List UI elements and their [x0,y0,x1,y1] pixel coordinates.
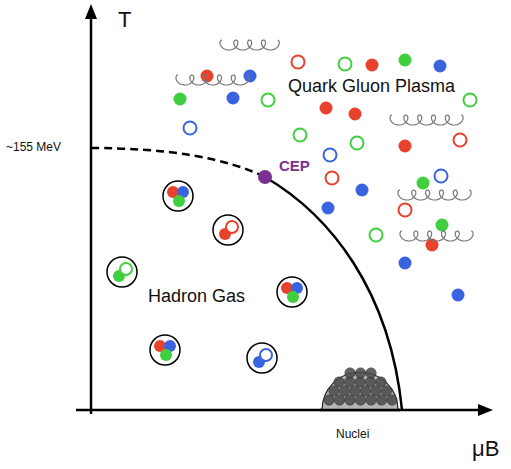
quark [399,140,412,153]
axis-label: T [118,8,131,32]
figure-label: Nuclei [336,428,369,441]
gluon-coil [220,40,279,50]
quark [227,92,240,105]
hadron [277,277,307,307]
hadron-bag [150,335,180,365]
quark [399,54,412,67]
bound-quark [173,195,185,207]
quark [326,172,339,185]
chemical-potential-axis [76,409,480,412]
nucleon [355,368,365,378]
critical-end-point [258,170,272,184]
nucleon [376,395,386,405]
axis-arrowhead [85,4,97,19]
bound-quark [160,349,172,361]
quark [366,59,379,72]
bound-quark [226,221,238,233]
quark [356,184,369,197]
hadron [213,215,243,245]
crossover-line [91,148,265,177]
bound-quark [287,291,299,303]
nucleon [387,395,397,405]
nucleon [334,395,344,405]
nucleon [355,395,365,405]
quark [399,257,412,270]
hadron [247,343,277,373]
nucleus-figure [320,368,400,410]
nucleon [371,386,381,396]
quark [349,108,362,121]
point-label: CEP [279,158,310,175]
temperature-value: ~155 MeV [6,141,61,154]
hadron [163,181,193,211]
quark [184,122,197,135]
phase-label: Hadron Gas [148,287,245,307]
quark [174,93,187,106]
hadron-bag [107,257,137,287]
hadron [150,335,180,365]
quark [324,149,337,162]
first-order-line [265,177,402,410]
axes [76,4,493,416]
bound-quark [120,263,132,275]
quark [339,58,352,71]
nucleon [324,395,334,405]
nucleon [334,377,344,387]
quark [292,56,305,69]
hadron-bag [277,277,307,307]
quark [464,94,477,107]
temperature-axis [90,16,93,414]
axis-label: μB [472,437,499,461]
quark [244,70,257,83]
nucleon [350,386,360,396]
nucleon [345,368,355,378]
quark [322,202,335,215]
nucleon [329,386,339,396]
gluon-coil [400,231,473,241]
axis-arrowhead [478,404,493,416]
hadron-bag [247,343,277,373]
nucleon [366,395,376,405]
nucleon [339,386,349,396]
quark [294,129,307,142]
quark [370,229,383,242]
quark [320,102,333,115]
quark [262,94,275,107]
quark [436,219,449,232]
gluon-coil [176,75,249,85]
quark [434,60,447,73]
phase-label: Quark Gluon Plasma [288,77,455,97]
quark [417,177,430,190]
gluon-coil [398,190,471,200]
nucleon [366,368,376,378]
bound-quark [260,349,272,361]
gluon-coil [390,115,463,125]
hadron [107,257,137,287]
nucleon [345,395,355,405]
nucleus-base [320,409,400,412]
quark [399,204,412,217]
nucleon [360,386,370,396]
nucleon [381,386,391,396]
hadron-bag [163,181,193,211]
nucleon [376,377,386,387]
quark [351,137,364,150]
quark [454,134,467,147]
quark [452,289,465,302]
hadron-bag [213,215,243,245]
quark [435,170,448,183]
